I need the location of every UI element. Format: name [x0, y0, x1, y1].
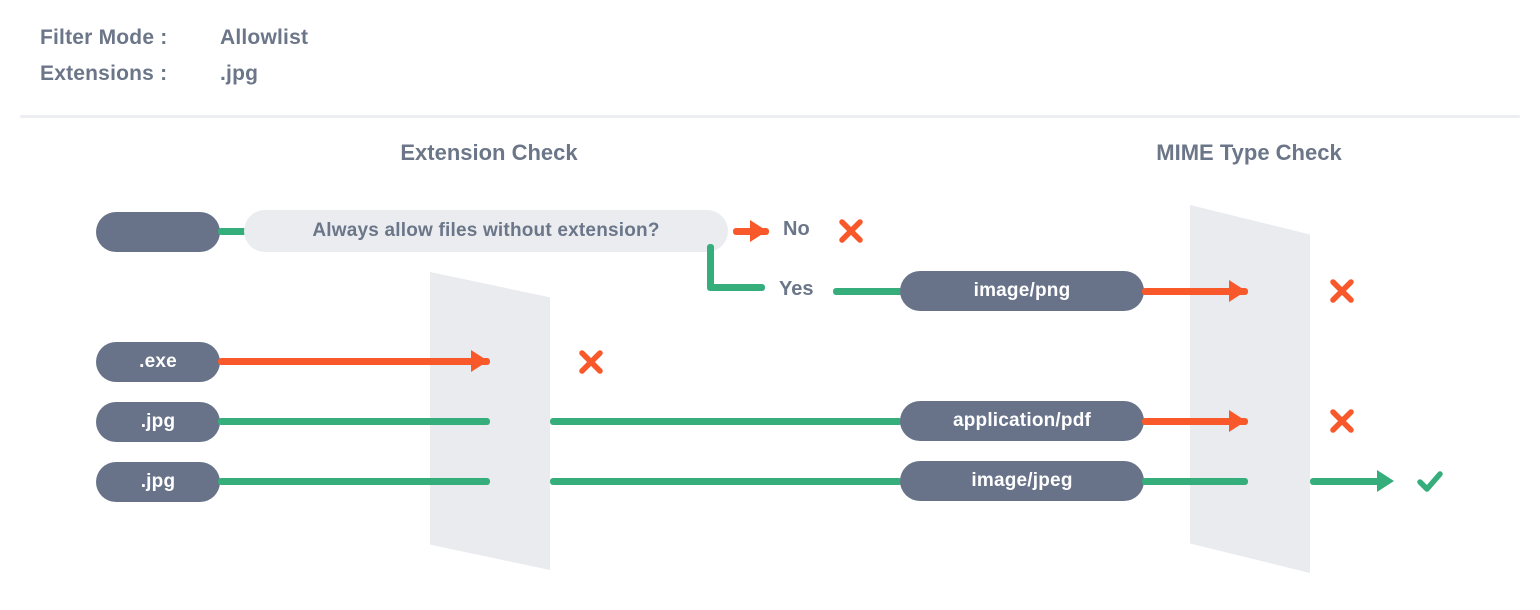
- file-pill-jpg-jpeg[interactable]: .jpg: [96, 462, 220, 502]
- file-pill-exe[interactable]: .exe: [96, 342, 220, 382]
- mime-pill-image-jpeg[interactable]: image/jpeg: [900, 461, 1144, 501]
- connector-exe-to-extension-gate: [218, 358, 490, 365]
- arrow-head-question-no: [750, 220, 767, 242]
- connector-image-jpeg-into-mime-gate: [1142, 478, 1248, 485]
- mime-pill-application-pdf[interactable]: application/pdf: [900, 401, 1144, 441]
- connector-image-jpeg-passed: [1310, 478, 1382, 485]
- branch-label-no: No: [783, 218, 810, 240]
- file-pill-jpg-pdf[interactable]: .jpg: [96, 402, 220, 442]
- connector-yes-to-image-png: [833, 288, 903, 295]
- cross-icon-no-branch: [834, 214, 868, 248]
- connector-jpg-to-image-jpeg: [550, 478, 902, 485]
- filter-settings-header: Filter Mode : Allowlist Extensions : .jp…: [40, 26, 640, 98]
- connector-image-png-to-mime-gate: [1142, 288, 1248, 295]
- arrow-head-exe-blocked: [471, 350, 488, 372]
- arrow-head-image-jpeg-allowed: [1377, 470, 1394, 492]
- connector-question-yes-horizontal: [707, 284, 765, 291]
- filter-mode-label: Filter Mode :: [40, 26, 168, 49]
- connector-question-yes-vertical: [707, 244, 714, 290]
- file-pill-no-extension[interactable]: [96, 212, 220, 252]
- connector-noext-to-question: [218, 228, 248, 235]
- mime-pill-image-png[interactable]: image/png: [900, 271, 1144, 311]
- branch-label-yes: Yes: [779, 278, 814, 300]
- connector-application-pdf-to-mime-gate: [1142, 418, 1248, 425]
- mime-type-check-gate: [1190, 205, 1310, 573]
- check-icon-image-jpeg: [1413, 464, 1447, 498]
- cross-icon-exe: [574, 345, 608, 379]
- extension-check-heading: Extension Check: [400, 140, 578, 165]
- mime-type-check-heading: MIME Type Check: [1156, 140, 1342, 165]
- extensions-row: Extensions : .jpg: [40, 62, 640, 98]
- connector-jpg-into-extension-gate-1: [218, 418, 490, 425]
- extensions-label: Extensions :: [40, 62, 168, 85]
- cross-icon-application-pdf: [1325, 404, 1359, 438]
- header-divider: [20, 115, 1520, 118]
- extensions-value: .jpg: [220, 62, 259, 85]
- arrow-head-image-png-blocked: [1229, 280, 1246, 302]
- filter-mode-row: Filter Mode : Allowlist: [40, 26, 640, 62]
- connector-jpg-into-extension-gate-2: [218, 478, 490, 485]
- cross-icon-image-png: [1325, 274, 1359, 308]
- connector-jpg-to-application-pdf: [550, 418, 902, 425]
- filter-mode-value: Allowlist: [220, 26, 309, 49]
- arrow-head-application-pdf-blocked: [1229, 410, 1246, 432]
- question-pill-allow-without-extension[interactable]: Always allow files without extension?: [244, 210, 728, 252]
